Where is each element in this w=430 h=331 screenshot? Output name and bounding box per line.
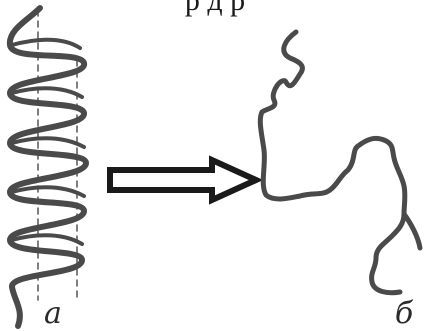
coil-tail bbox=[401, 211, 423, 251]
random-coil-icon bbox=[257, 29, 423, 296]
helix-back-strokes bbox=[10, 37, 86, 246]
coil-path bbox=[257, 29, 408, 296]
right-arrow-icon bbox=[107, 155, 264, 205]
helix-path bbox=[6, 5, 89, 329]
label-a: а bbox=[44, 296, 62, 331]
helix-coil-icon bbox=[6, 5, 89, 329]
top-caption: р д р bbox=[185, 0, 245, 17]
label-b: б bbox=[395, 296, 414, 331]
